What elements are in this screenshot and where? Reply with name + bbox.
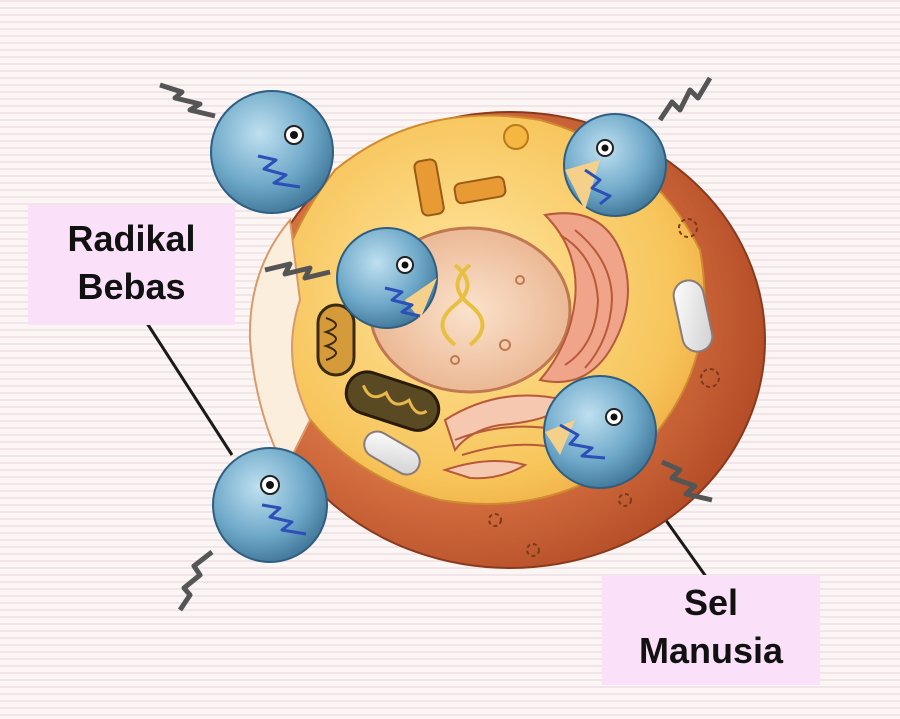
golgi-apparatus <box>441 394 567 480</box>
free-radical-2 <box>563 76 713 217</box>
mitochondrion-1 <box>316 303 356 377</box>
free-radical-3 <box>264 227 438 329</box>
leader-line-sel <box>658 511 714 586</box>
endoplasmic-reticulum <box>538 212 629 383</box>
label-sel-line2: Manusia <box>638 630 784 671</box>
label-sel-manusia: Sel Manusia <box>602 575 820 685</box>
vesicles <box>488 218 720 557</box>
label-sel-line1: Sel <box>683 582 739 623</box>
centrioles <box>413 158 507 217</box>
dna-helix <box>440 263 485 347</box>
cell-cutaway <box>248 217 312 473</box>
label-radikal-line2: Bebas <box>77 266 186 307</box>
lysosome <box>503 124 529 150</box>
vacuole-2 <box>363 430 421 476</box>
free-radical-4 <box>543 375 713 503</box>
label-radikal-bebas: Radikal Bebas <box>28 205 235 325</box>
mitochondrion-2 <box>344 370 441 432</box>
leader-line-radikal <box>143 319 234 456</box>
label-radikal-line1: Radikal <box>67 218 196 259</box>
vacuole-1 <box>672 279 714 353</box>
free-radical-1 <box>159 82 334 214</box>
free-radical-5 <box>177 447 328 612</box>
